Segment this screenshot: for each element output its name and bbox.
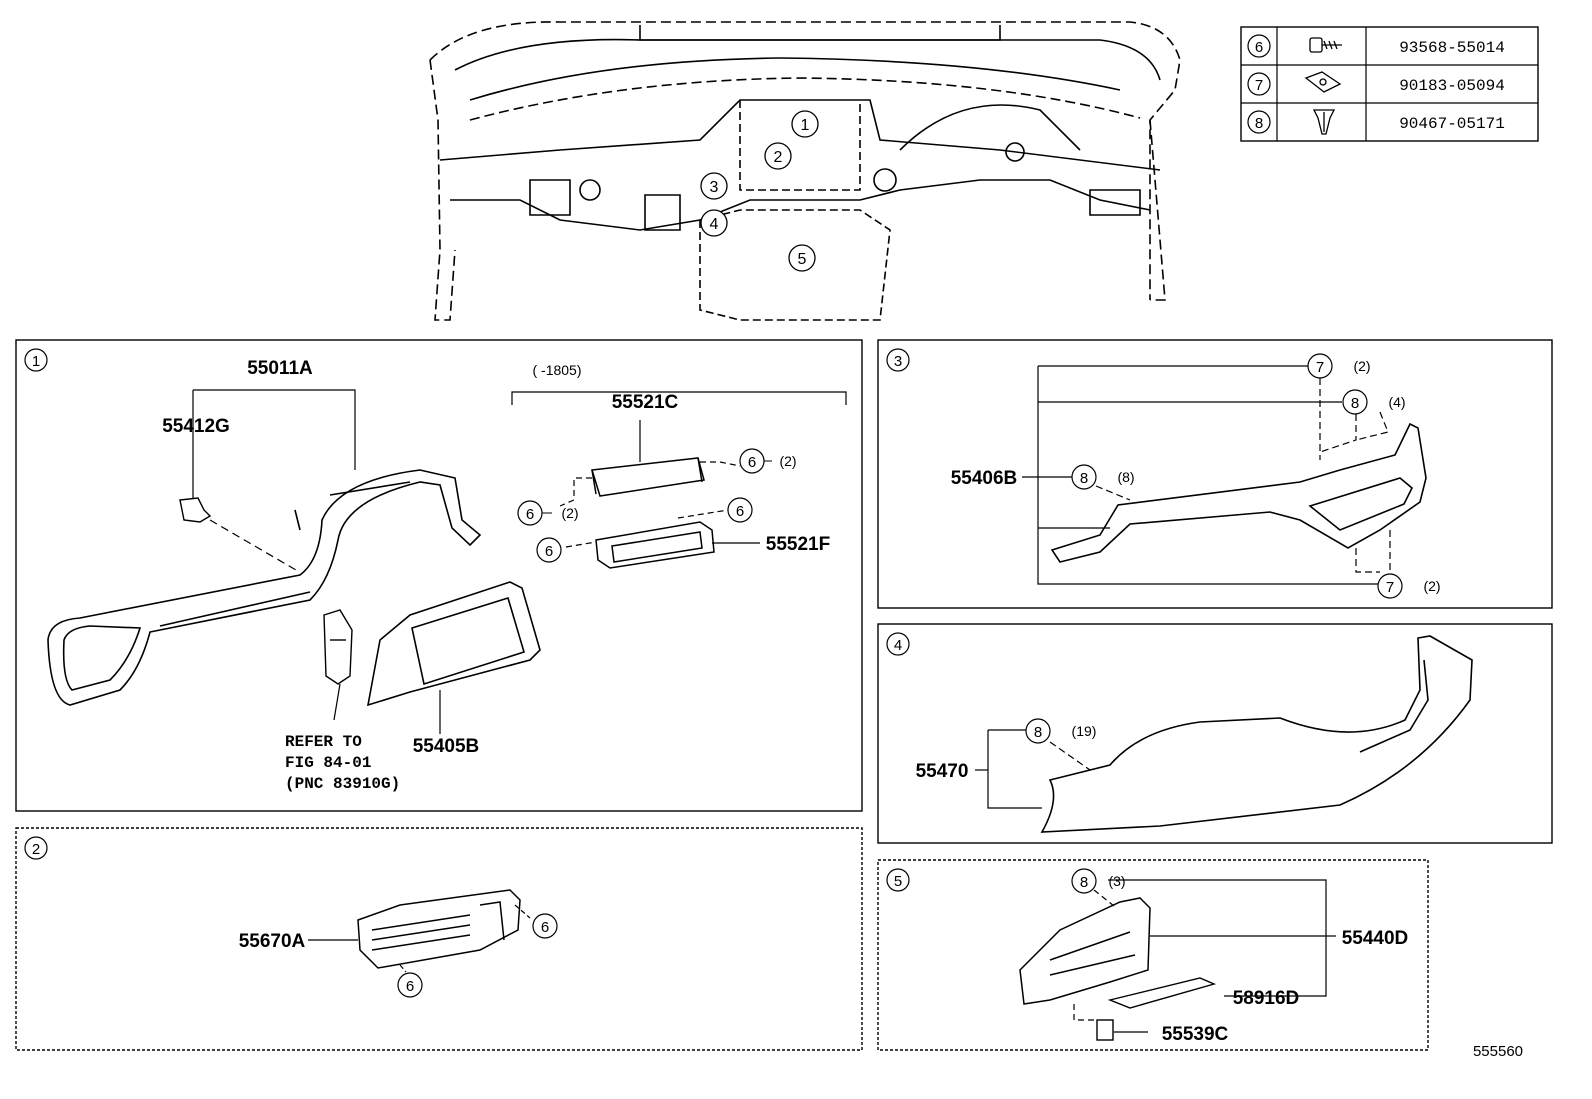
bracket-drawing [323, 609, 353, 685]
label-55011A: 55011A [247, 358, 313, 379]
panel-2: 2 55670A 6 6 [15, 827, 863, 1051]
qty-7-a: (2) [1353, 358, 1370, 374]
label-55440D: 55440D [1342, 928, 1409, 949]
refer-line-2: FIG 84-01 [285, 754, 371, 772]
label-55670A: 55670A [239, 931, 306, 952]
panel-55405B-drawing [366, 581, 541, 707]
panel-1-number: 1 [32, 353, 40, 370]
label-bracket-range: ( -1805) [532, 362, 581, 378]
callout-6-c: 6 [736, 503, 744, 520]
table-part-8: 90467-05171 [1399, 115, 1505, 133]
callout-7-b: 7 [1386, 579, 1394, 596]
label-55412G: 55412G [162, 416, 230, 437]
table-row: 6 93568-55014 [1247, 34, 1505, 58]
label-55405B: 55405B [413, 736, 480, 757]
refer-note: REFER TO FIG 84-01 (PNC 83910G) [285, 733, 400, 793]
overview-callouts: 1 2 3 4 5 [700, 110, 819, 272]
box-55521C-drawing [591, 457, 705, 497]
panel-3-leaders [1022, 365, 1391, 585]
label-55470: 55470 [916, 761, 969, 782]
panel-4: 4 55470 8 (19) [877, 623, 1553, 844]
callout-6-b: 6 [526, 506, 534, 523]
panel-3-number: 3 [894, 353, 902, 370]
vent-55670A-drawing [357, 889, 521, 969]
panel-1-leaders [192, 389, 847, 734]
panel-4-number: 4 [894, 637, 902, 654]
refer-line-1: REFER TO [285, 733, 362, 751]
garnish-55011A-drawing [47, 469, 482, 706]
table-ref-8: 8 [1255, 115, 1263, 132]
push-clip-icon [1312, 109, 1336, 135]
table-part-7: 90183-05094 [1399, 77, 1505, 95]
qty-8-b: (8) [1117, 469, 1134, 485]
qty-8-c: (19) [1072, 723, 1097, 739]
qty-8-a: (4) [1388, 394, 1405, 410]
bolt-icon [1309, 37, 1342, 53]
callout-8-a: 8 [1351, 395, 1359, 412]
panel-2-number: 2 [32, 841, 40, 858]
callout-6-a: 6 [748, 454, 756, 471]
callout-8-d: 8 [1080, 874, 1088, 891]
fastener-table: 6 93568-55014 7 90183-05094 8 9 [1240, 26, 1539, 142]
box-55521F-drawing [595, 521, 715, 569]
table-ref-7: 7 [1255, 77, 1263, 94]
label-58916D: 58916D [1233, 988, 1300, 1009]
label-55521F: 55521F [766, 534, 830, 555]
qty-6-a: (2) [779, 453, 796, 469]
callout-7-a: 7 [1316, 359, 1324, 376]
table-row: 8 90467-05171 [1247, 109, 1505, 135]
qty-6-b: (2) [561, 505, 578, 521]
refer-line-3: (PNC 83910G) [285, 775, 400, 793]
callout-3: 3 [710, 179, 719, 196]
panel-5: 5 55440D 58916D 55539C 8 (3) [877, 859, 1429, 1051]
callout-4: 4 [710, 216, 719, 233]
clip-55412G-drawing [179, 497, 212, 523]
strip-58916D-drawing [1107, 977, 1217, 1009]
callout-1: 1 [801, 117, 810, 134]
clip-55539C-drawing [1096, 1019, 1114, 1041]
table-row: 7 90183-05094 [1247, 71, 1505, 96]
cover-55470-drawing [1040, 635, 1473, 833]
figure-number: 555560 [1473, 1043, 1523, 1060]
callout-8-b: 8 [1080, 470, 1088, 487]
panel-1: 1 [15, 339, 863, 812]
nut-clip-icon [1304, 71, 1342, 93]
label-55539C: 55539C [1162, 1024, 1229, 1045]
callout-2: 2 [774, 149, 783, 166]
panel-5-number: 5 [894, 873, 902, 890]
garnish-55406B-drawing [1050, 422, 1427, 563]
dashboard-overview [429, 21, 1181, 321]
qty-8-d: (3) [1108, 873, 1125, 889]
panel-3: 3 55406B 7 (2) 8 (4) 8 [877, 339, 1553, 609]
table-part-6: 93568-55014 [1399, 39, 1505, 57]
callout-6-f: 6 [406, 978, 414, 995]
qty-7-b: (2) [1423, 578, 1440, 594]
callout-5: 5 [798, 251, 807, 268]
label-55521C: 55521C [612, 392, 679, 413]
callout-6-e: 6 [541, 919, 549, 936]
panel-55440D-drawing [1019, 897, 1151, 1005]
label-55406B: 55406B [951, 468, 1018, 489]
callout-6-d: 6 [545, 543, 553, 560]
callout-8-c: 8 [1034, 724, 1042, 741]
table-ref-6: 6 [1255, 39, 1263, 56]
